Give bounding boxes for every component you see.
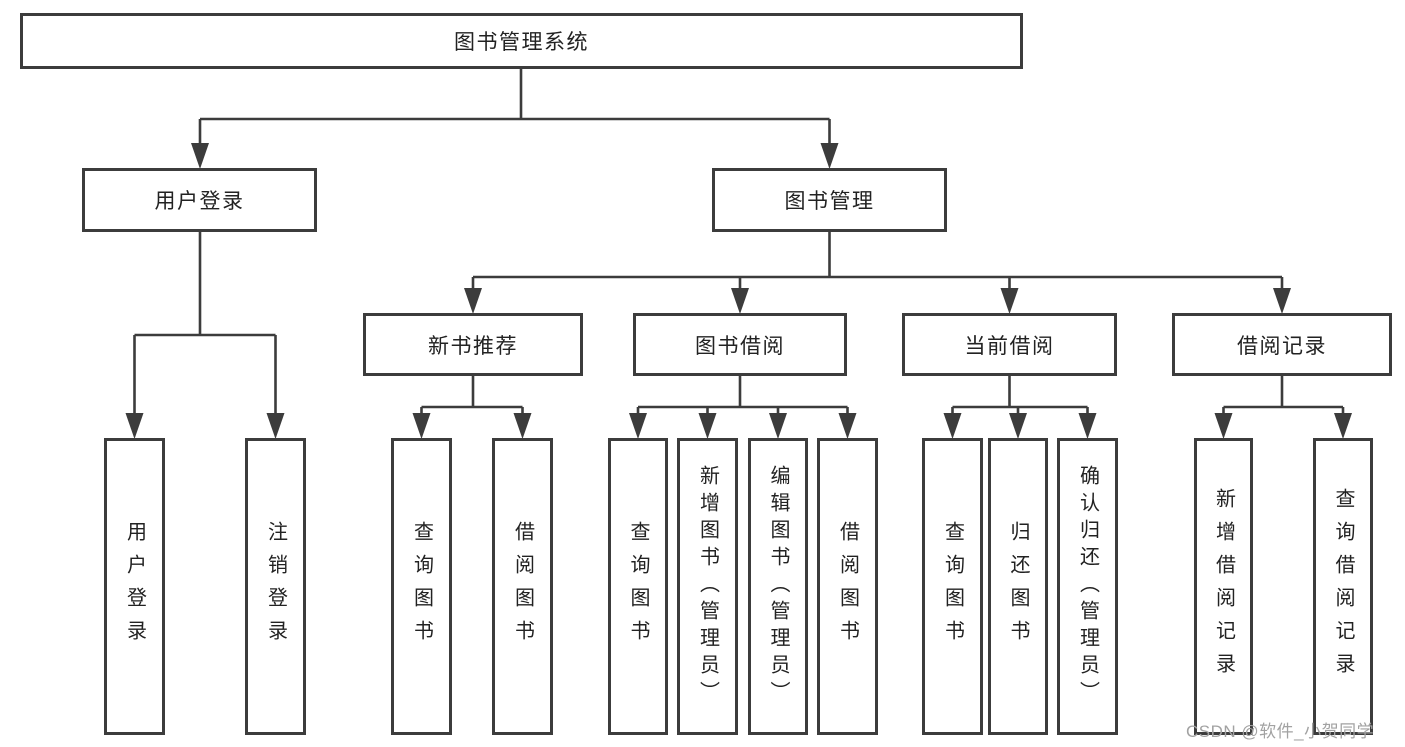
node-add-books-admin: 新增图书（管理员） [677,438,738,735]
node-label: 新增图书（管理员） [696,465,719,708]
node-label: 查询图书 [627,520,649,653]
node-label: 查询图书 [410,520,433,653]
node-label: 编辑图书（管理员） [767,465,789,708]
node-label: 借阅记录 [1237,334,1327,358]
node-label: 图书管理 [784,190,875,213]
node-label: 当前借阅 [964,334,1055,358]
watermark: CSDN @软件_小贺同学 [1186,722,1375,741]
node-label: 用户登录 [123,520,146,653]
node-label: 用户登录 [154,190,245,213]
node-label: 图书借阅 [695,334,785,358]
node-edit-books-admin: 编辑图书（管理员） [748,438,808,735]
node-label: 新增借阅记录 [1212,487,1235,686]
node-borrow-books-recommend: 借阅图书 [492,438,553,735]
node-new-book-recommend: 新书推荐 [363,313,583,376]
node-query-books-current: 查询图书 [922,438,983,735]
node-label: 查询图书 [941,520,964,653]
node-query-books-borrow: 查询图书 [608,438,668,735]
node-current-borrow: 当前借阅 [902,313,1117,376]
node-query-books-recommend: 查询图书 [391,438,452,735]
node-add-borrow-record: 新增借阅记录 [1194,438,1253,735]
node-user-login-action: 用户登录 [104,438,165,735]
node-label: 图书管理系统 [454,31,589,54]
node-query-borrow-record: 查询借阅记录 [1313,438,1373,735]
node-confirm-return-admin: 确认归还（管理员） [1057,438,1118,735]
node-book-borrow: 图书借阅 [633,313,847,376]
node-book-management: 图书管理 [712,168,947,232]
node-label: 注销登录 [264,520,287,653]
node-label: 新书推荐 [428,334,518,358]
node-borrow-records: 借阅记录 [1172,313,1392,376]
node-label: 确认归还（管理员） [1076,465,1099,708]
node-library-system: 图书管理系统 [20,13,1023,69]
node-label: 归还图书 [1007,520,1029,653]
node-borrow-books: 借阅图书 [817,438,878,735]
node-label: 借阅图书 [836,520,859,653]
node-logout: 注销登录 [245,438,306,735]
node-label: 借阅图书 [511,520,534,653]
node-user-login: 用户登录 [82,168,317,232]
node-return-books: 归还图书 [988,438,1048,735]
node-label: 查询借阅记录 [1332,487,1354,686]
